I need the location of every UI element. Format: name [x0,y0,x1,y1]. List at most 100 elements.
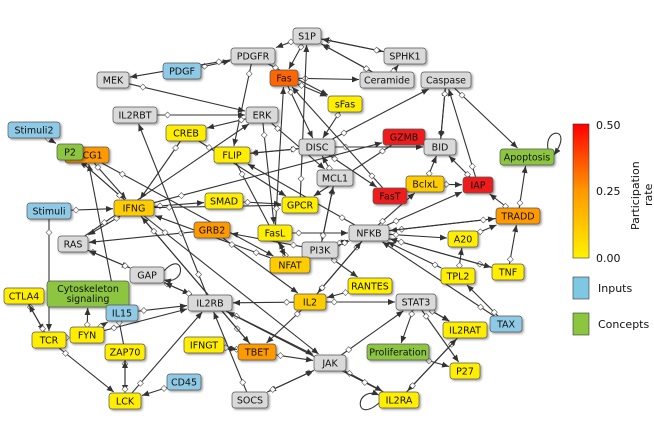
edge-source-diamond [164,111,171,119]
edge-source-diamond [331,155,339,163]
edge-creb-to-ifng [139,140,181,200]
node-label: TCR [39,336,59,347]
node-gpcr: GPCR [281,196,319,214]
node-label: IL2RA [386,396,413,407]
edge-source-diamond [408,310,416,318]
node-bid: BID [423,138,457,156]
edge-il2-to-nfkb [316,241,362,295]
edge-source-diamond [479,216,487,224]
node-label: FasT [379,192,400,203]
edge-source-diamond [239,378,247,386]
legend: Inputs Concepts [572,276,649,336]
node-box [269,256,311,274]
edge-source-diamond [195,271,203,278]
node-label: PI3K [310,246,332,257]
edge-source-diamond [330,298,338,306]
node-box [395,293,437,311]
node-tpl2: TPL2 [440,267,476,285]
node-box [213,146,251,164]
edge-source-diamond [273,205,280,212]
node-nfkb: NFKB [348,224,390,242]
edge-caspase-to-apoptosis [454,87,518,149]
node-p27: P27 [449,362,481,380]
edge-source-diamond [397,238,405,246]
node-box [230,47,276,65]
node-flip: FLIP [213,146,251,164]
edge-source-diamond [72,206,80,214]
node-label: IFNGT [190,341,218,352]
node-zap70: ZAP70 [104,343,146,361]
edge-plcg1-to-nfat [101,162,274,257]
edge-source-diamond [373,46,380,54]
edges-layer [26,36,528,397]
node-lck: LCK [108,392,142,410]
node-ctla4: CTLA4 [3,287,45,305]
node-label: NFKB [356,229,381,240]
node-box [348,224,390,242]
edge-source-diamond [150,227,158,235]
edge-source-diamond [506,255,514,263]
node-il2rb: IL2RB [187,294,233,312]
node-label: BclxL [412,180,438,191]
edge-source-diamond [442,180,450,188]
node-fast: FasT [372,187,408,205]
node-box [113,199,155,217]
node-bclxl: BclxL [405,175,445,193]
legend-label-inputs: Inputs [598,282,632,295]
node-a20: A20 [447,230,479,248]
edge-source-diamond [464,171,471,178]
node-label: IL2 [303,298,317,309]
edge-source-diamond [441,90,449,98]
node-box [56,143,84,161]
colorbar-tick-min: 0.00 [596,252,621,265]
edge-source-diamond [215,58,223,66]
node-cd45: CD45 [166,373,202,391]
edge-fast-to-fas [291,86,384,189]
edge-source-diamond [205,144,213,152]
edge-source-diamond [295,229,303,237]
edge-lck-to-il2rb [131,311,203,394]
node-box [166,373,202,391]
node-label: JAK [321,359,338,370]
legend-swatch-concepts [572,312,590,336]
node-box [204,192,244,210]
node-ifngt: IFNGT [183,336,225,354]
edge-source-diamond [293,310,301,318]
node-il2: IL2 [293,293,327,311]
node-il2rat: IL2RAT [442,321,488,339]
node-label: SPHK1 [389,52,420,63]
node-label: Ceramide [364,76,410,87]
edge-nfkb-to-tnf [388,238,492,269]
node-il2ra: IL2RA [378,391,420,409]
self-loop-il2ra [359,389,380,411]
node-label: CD45 [171,378,197,389]
edge-source-diamond [362,65,370,73]
node-label: FasL [265,229,286,240]
edge-tcr-to-lck [58,347,115,393]
colorbar-tick-mid: 0.25 [596,185,621,198]
node-box [366,343,430,361]
node-pi3k: PI3K [301,241,339,259]
node-grb2: GRB2 [193,221,231,239]
edge-jak-to-stat3 [340,310,404,356]
edge-source-diamond [379,217,386,225]
edge-source-diamond [340,129,348,137]
node-label: P2 [64,148,76,159]
edge-erk-to-mcl1 [270,122,325,170]
node-box [257,224,293,242]
edge-source-diamond [139,83,147,91]
node-mcl1: MCL1 [316,169,354,187]
node-box [46,280,130,308]
node-box [301,241,339,259]
node-tax: TAX [489,315,523,333]
edge-source-diamond [177,192,185,199]
node-nfat: NFAT [269,256,311,274]
node-box [129,266,165,284]
edge-source-diamond [476,228,484,236]
edge-grb2-to-il2 [222,237,299,294]
edge-source-diamond [228,241,236,249]
node-label: DISC [306,143,329,154]
